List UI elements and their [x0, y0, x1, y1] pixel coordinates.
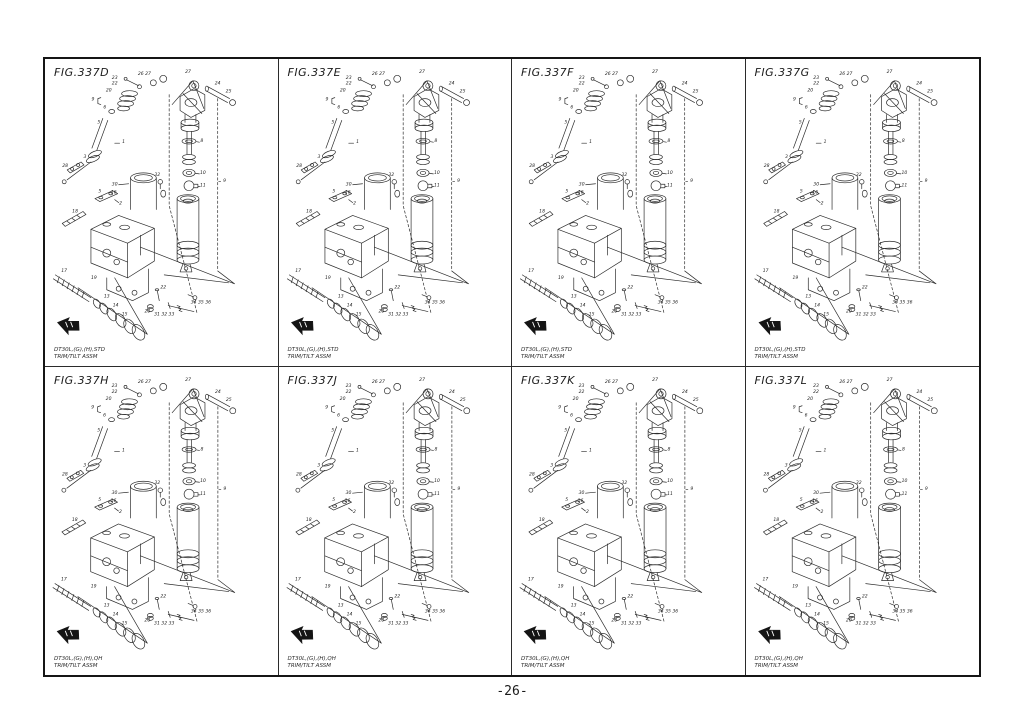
- figure-panel-337e: FIG.337E DT30L,(G),(H),STD TRIM/TILT ASS…: [278, 59, 512, 367]
- figure-caption: DT30L,(G),(H),STD TRIM/TILT ASSM: [521, 347, 572, 361]
- caption-title: TRIM/TILT ASSM: [521, 662, 565, 669]
- figure-caption: DT30L,(G),(H),QH TRIM/TILT ASSM: [288, 656, 336, 670]
- caption-title: TRIM/TILT ASSM: [754, 353, 798, 360]
- caption-models: DT30L,(G),(H),STD: [287, 346, 339, 353]
- figure-label: FIG.337F: [521, 66, 574, 79]
- caption-title: TRIM/TILT ASSM: [287, 353, 331, 360]
- exploded-diagram: [45, 367, 278, 675]
- figure-caption: DT30L,(G),(H),STD TRIM/TILT ASSM: [288, 347, 339, 361]
- figure-label: FIG.337E: [287, 66, 342, 79]
- figure-panel-337d: FIG.337D DT30L,(G),(H),STD TRIM/TILT ASS…: [45, 59, 279, 367]
- figure-label: FIG.337L: [754, 374, 808, 387]
- figure-caption: DT30L,(G),(H),QH TRIM/TILT ASSM: [755, 656, 803, 670]
- figure-panel-337l: FIG.337L DT30L,(G),(H),QH TRIM/TILT ASSM: [746, 367, 980, 675]
- figure-caption: DT30L,(G),(H),STD TRIM/TILT ASSM: [54, 347, 105, 361]
- exploded-diagram: [512, 59, 745, 366]
- exploded-diagram: [279, 59, 512, 366]
- caption-models: DT30L,(G),(H),STD: [521, 346, 572, 353]
- figure-panel-337f: FIG.337F DT30L,(G),(H),STD TRIM/TILT ASS…: [512, 59, 746, 367]
- figure-panel-337k: FIG.337K DT30L,(G),(H),QH TRIM/TILT ASSM: [512, 367, 746, 675]
- caption-models: DT30L,(G),(H),QH: [754, 655, 803, 662]
- caption-models: DT30L,(G),(H),QH: [521, 655, 570, 662]
- exploded-diagram: [746, 59, 980, 366]
- figure-caption: DT30L,(G),(H),QH TRIM/TILT ASSM: [54, 656, 102, 670]
- caption-title: TRIM/TILT ASSM: [54, 353, 98, 360]
- caption-title: TRIM/TILT ASSM: [754, 662, 798, 669]
- figure-caption: DT30L,(G),(H),STD TRIM/TILT ASSM: [755, 347, 806, 361]
- figure-caption: DT30L,(G),(H),QH TRIM/TILT ASSM: [521, 656, 569, 670]
- caption-models: DT30L,(G),(H),QH: [54, 655, 103, 662]
- figure-label: FIG.337J: [287, 374, 338, 387]
- figure-panel-337j: FIG.337J DT30L,(G),(H),QH TRIM/TILT ASSM: [279, 367, 512, 675]
- figure-label: FIG.337K: [521, 374, 575, 387]
- caption-models: DT30L,(G),(H),STD: [54, 346, 105, 353]
- page-number: -26-: [496, 684, 528, 699]
- figure-panel-337h: FIG.337H DT30L,(G),(H),QH TRIM/TILT ASSM: [45, 367, 279, 675]
- caption-title: TRIM/TILT ASSM: [521, 353, 565, 360]
- figure-label: FIG.337H: [54, 374, 109, 387]
- exploded-diagram: [279, 367, 512, 675]
- figure-panel-337g: FIG.337G DT30L,(G),(H),STD TRIM/TILT ASS…: [745, 59, 980, 367]
- caption-models: DT30L,(G),(H),STD: [754, 346, 806, 353]
- exploded-diagram: [746, 367, 980, 675]
- figure-grid-frame: FIG.337D DT30L,(G),(H),STD TRIM/TILT ASS…: [43, 57, 981, 677]
- figure-label: FIG.337G: [754, 66, 810, 79]
- exploded-diagram: [45, 59, 278, 366]
- caption-title: TRIM/TILT ASSM: [54, 662, 98, 669]
- figure-label: FIG.337D: [54, 66, 110, 79]
- caption-title: TRIM/TILT ASSM: [287, 662, 331, 669]
- exploded-diagram: [512, 367, 745, 675]
- caption-models: DT30L,(G),(H),QH: [287, 655, 336, 662]
